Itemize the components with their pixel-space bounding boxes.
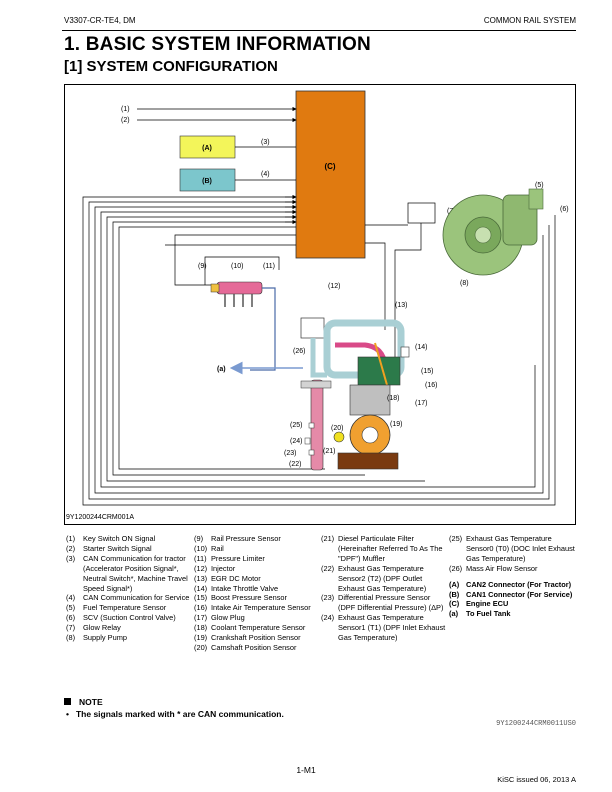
legend-item: (6)SCV (Suction Control Valve) xyxy=(66,613,176,623)
header-section: COMMON RAIL SYSTEM xyxy=(483,16,576,25)
label-1: (1) xyxy=(121,106,130,113)
legend-item: (12)Injector xyxy=(194,563,236,573)
legend-item: (5)Fuel Temperature Sensor xyxy=(66,603,167,613)
label-8: (8) xyxy=(460,280,469,287)
legend-item: (2)Starter Switch Signal xyxy=(66,543,152,553)
legend-item: (4)CAN Communication for Service xyxy=(66,593,190,603)
label-12: (12) xyxy=(328,283,340,290)
sensor-harness xyxy=(82,194,556,506)
label-3: (3) xyxy=(261,139,270,146)
legend-column-4: (25)Exhaust Gas Temperature Sensor0 (T0)… xyxy=(449,534,577,619)
legend-item: (A)CAN2 Connector (For Tractor) xyxy=(449,579,572,589)
common-rail xyxy=(216,281,263,295)
legend-column-2: (9)Rail Pressure Sensor (10)Rail (11)Pre… xyxy=(194,534,320,653)
return-line xyxy=(250,287,276,371)
note-text: The signals marked with * are CAN commun… xyxy=(75,709,284,719)
label-B: (B) xyxy=(202,178,212,185)
oil-pan xyxy=(337,452,399,470)
legend-item: (10)Rail xyxy=(194,543,224,553)
label-a: (a) xyxy=(217,366,226,373)
document-code: 9Y1200244CRM0011US0 xyxy=(496,720,576,728)
legend-item: (3)CAN Communication for tractor (Accele… xyxy=(66,553,188,593)
legend-item: (9)Rail Pressure Sensor xyxy=(194,534,281,543)
legend-item: (a)To Fuel Tank xyxy=(449,609,511,619)
legend-item: (25)Exhaust Gas Temperature Sensor0 (T0)… xyxy=(449,534,575,563)
label-22: (22) xyxy=(289,461,301,468)
label-26: (26) xyxy=(293,348,305,355)
label-2: (2) xyxy=(121,117,130,124)
label-15: (15) xyxy=(421,368,433,375)
legend-column-3: (21)Diesel Particulate Filter (Hereinaft… xyxy=(321,534,447,643)
supply-pump xyxy=(442,188,544,276)
legend-item: (20)Camshaft Position Sensor xyxy=(194,642,297,652)
intake-throttle-valve xyxy=(400,346,410,358)
legend-item: (18)Coolant Temperature Sensor xyxy=(194,623,306,633)
label-18: (18) xyxy=(387,395,399,402)
label-4: (4) xyxy=(261,171,270,178)
label-20: (20) xyxy=(331,425,343,432)
section-subtitle: [1] SYSTEM CONFIGURATION xyxy=(64,58,278,75)
legend-item: (24)Exhaust Gas Temperature Sensor1 (T1)… xyxy=(321,613,446,643)
injector xyxy=(374,342,388,386)
engine-ecu xyxy=(295,90,366,259)
legend-item: (B)CAN1 Connector (For Service) xyxy=(449,589,573,599)
mass-air-flow-sensor xyxy=(300,317,325,339)
legend-item: (13)EGR DC Motor xyxy=(194,573,261,583)
label-6: (6) xyxy=(560,206,569,213)
system-diagram-svg: (C) (1) (2) (A) (B) (3) (4) xyxy=(82,90,569,506)
label-10: (10) xyxy=(231,263,243,270)
bullet-icon: • xyxy=(66,709,69,719)
rail-sensor-line xyxy=(204,256,280,285)
legend-item: (8)Supply Pump xyxy=(66,633,127,643)
legend-item: (7)Glow Relay xyxy=(66,623,121,633)
label-16: (16) xyxy=(425,382,437,389)
legend-item: (21)Diesel Particulate Filter (Hereinaft… xyxy=(321,534,443,563)
glow-relay xyxy=(407,202,436,224)
legend-item: (22)Exhaust Gas Temperature Sensor2 (T2)… xyxy=(321,563,427,593)
legend-item: (16)Intake Air Temperature Sensor xyxy=(194,603,311,613)
injector-line xyxy=(365,242,386,330)
legend-item: (19)Crankshaft Position Sensor xyxy=(194,633,301,643)
note-square-icon xyxy=(64,698,71,705)
label-9: (9) xyxy=(198,263,207,270)
label-17: (17) xyxy=(415,400,427,407)
legend-item: (23)Differential Pressure Sensor (DPF Di… xyxy=(321,593,444,613)
header-model: V3307-CR-TE4, DM xyxy=(64,16,136,25)
legend-item: (11)Pressure Limiter xyxy=(194,553,265,563)
label-14: (14) xyxy=(415,344,427,351)
label-13: (13) xyxy=(395,302,407,309)
cylinder-head xyxy=(357,356,401,386)
camshaft-position-sensor xyxy=(333,431,345,443)
issued-note: KiSC issued 06, 2013 A xyxy=(497,775,576,784)
label-21: (21) xyxy=(323,448,335,455)
legend-item: (26)Mass Air Flow Sensor xyxy=(449,563,538,573)
label-5: (5) xyxy=(535,182,544,189)
label-24: (24) xyxy=(290,438,302,445)
note-heading: NOTE xyxy=(64,697,103,707)
label-19: (19) xyxy=(390,421,402,428)
label-A: (A) xyxy=(202,145,212,152)
label-C: (C) xyxy=(324,162,335,171)
label-23: (23) xyxy=(284,450,296,457)
piston xyxy=(349,384,391,416)
legend-item: (14)Intake Throttle Valve xyxy=(194,583,279,593)
note-bullet: • The signals marked with * are CAN commu… xyxy=(66,709,284,719)
header-divider xyxy=(62,30,576,31)
label-11: (11) xyxy=(263,263,275,270)
rail-pressure-sensor xyxy=(210,283,220,293)
page-number: 1-M1 xyxy=(296,765,316,775)
legend-item: (1)Key Switch ON Signal xyxy=(66,534,156,543)
legend-column-1: (1)Key Switch ON Signal (2)Starter Switc… xyxy=(66,534,190,643)
intake-duct xyxy=(310,338,327,378)
system-diagram: (C) (1) (2) (A) (B) (3) (4) xyxy=(64,84,576,525)
legend-item: (C)Engine ECU xyxy=(449,599,509,609)
legend-item: (15)Boost Pressure Sensor xyxy=(194,593,287,603)
label-25: (25) xyxy=(290,422,302,429)
figure-code: 9Y1200244CRM001A xyxy=(66,514,135,521)
legend-item: (17)Glow Plug xyxy=(194,613,245,623)
page-title: 1. BASIC SYSTEM INFORMATION xyxy=(64,34,371,55)
